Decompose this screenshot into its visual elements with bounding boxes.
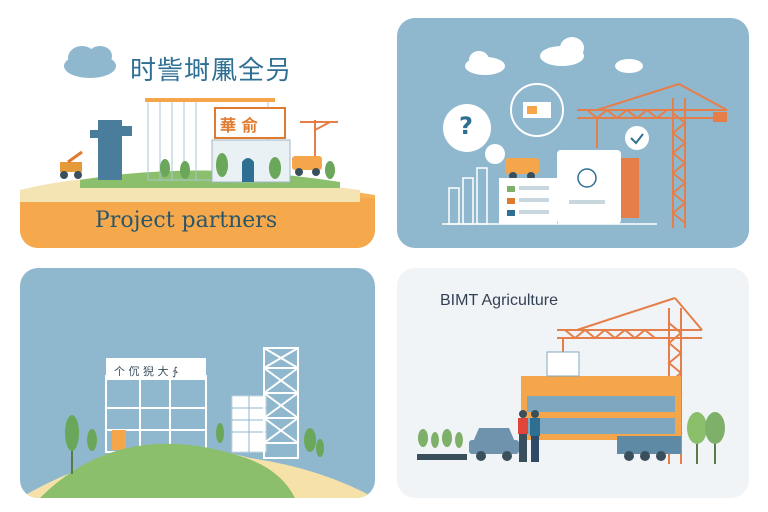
project-partners-illustration bbox=[20, 46, 375, 248]
truck-icon bbox=[505, 158, 539, 180]
cloud-icon bbox=[64, 46, 116, 78]
info-bubble-icon bbox=[485, 144, 505, 164]
crane-icon bbox=[577, 83, 728, 228]
bimt-agriculture-caption: BIMT Agriculture bbox=[440, 292, 558, 309]
panel-construction: 个 伔 猊 大 ∱ bbox=[20, 268, 375, 498]
image-bubble-icon bbox=[510, 83, 564, 137]
building-sign bbox=[214, 107, 286, 139]
workers bbox=[518, 410, 540, 462]
project-partners-caption: Project partners bbox=[95, 208, 278, 233]
question-bubble bbox=[443, 104, 491, 152]
silo bbox=[90, 120, 132, 180]
trees bbox=[65, 415, 324, 474]
panel-planning: ? bbox=[397, 18, 749, 248]
agriculture-illustration bbox=[417, 297, 725, 464]
scaffold-tower bbox=[263, 347, 299, 459]
panel-project-partners: 时訾埘凲全叧 華 俞 Project partners bbox=[20, 20, 375, 248]
trees bbox=[160, 153, 335, 179]
truck-icon bbox=[292, 156, 322, 176]
building-sign-text: 華 俞 bbox=[220, 116, 258, 135]
construction-illustration bbox=[20, 347, 375, 498]
hill-green bbox=[40, 443, 295, 498]
planning-illustration bbox=[442, 37, 728, 228]
trailer bbox=[617, 436, 681, 454]
building-sign bbox=[106, 358, 206, 380]
van-icon bbox=[469, 428, 519, 461]
cloud-icon bbox=[465, 37, 643, 75]
building bbox=[521, 351, 681, 440]
trees bbox=[687, 412, 725, 464]
question-mark-icon: ? bbox=[459, 112, 473, 140]
panel-bimt-agriculture: BIMT Agriculture bbox=[397, 268, 749, 498]
page-title: 时訾埘凲全叧 bbox=[130, 56, 293, 86]
planter bbox=[417, 429, 467, 460]
caption-band bbox=[20, 198, 375, 248]
excavator-icon bbox=[60, 150, 83, 179]
building-sign-text: 个 伔 猊 大 ∱ bbox=[114, 365, 178, 378]
check-bubble-icon bbox=[625, 126, 649, 150]
